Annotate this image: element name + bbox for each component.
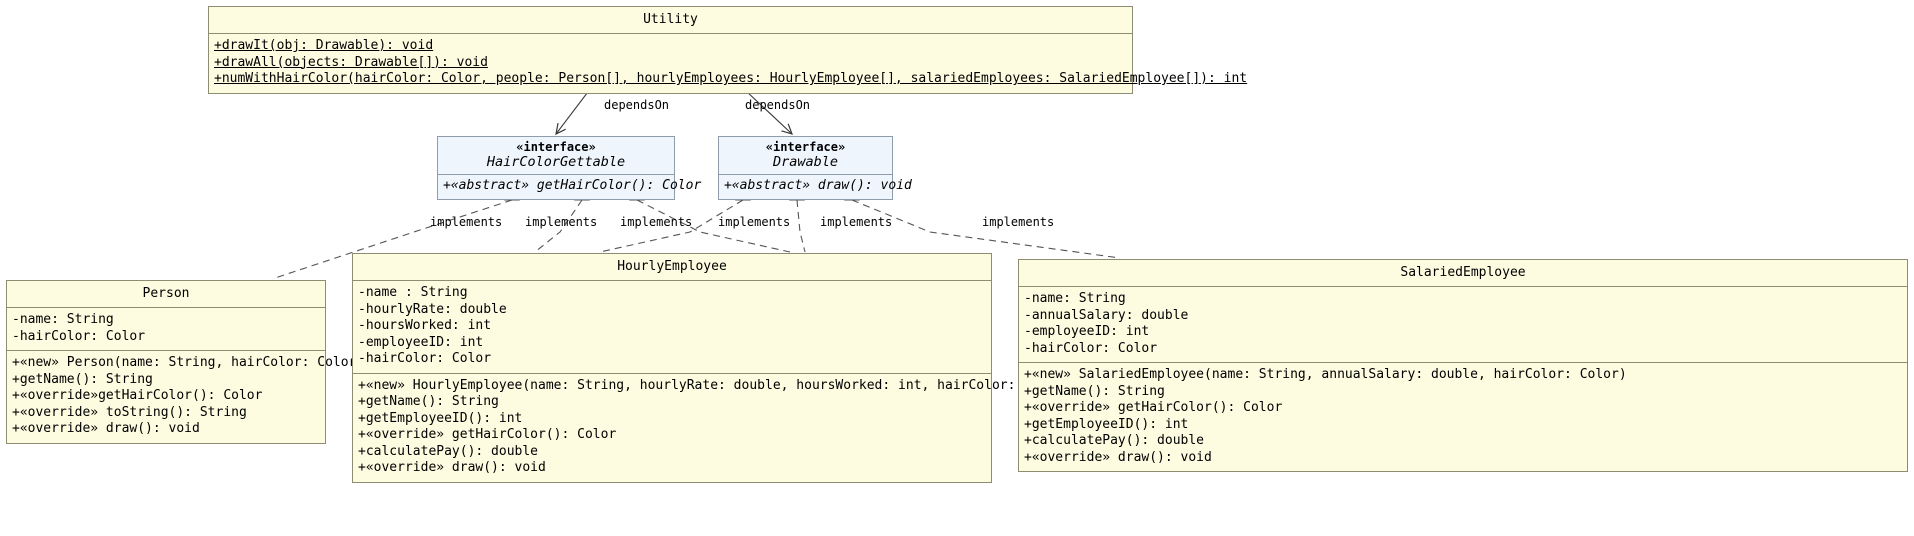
class-methods-person: +«new» Person(name: String, hairColor: C…	[7, 351, 365, 443]
class-box-salariedemployee[interactable]: SalariedEmployee -name: String -annualSa…	[1018, 259, 1908, 472]
member-person-attr-0: -name: String	[12, 312, 114, 327]
member-salariedemployee-method-5: +«override» draw(): void	[1024, 449, 1212, 465]
member-person-method-3: +«override» toString(): String	[12, 404, 247, 420]
class-attributes-hourlyemployee: -name : String -hourlyRate: double -hour…	[353, 281, 991, 374]
member-salariedemployee-method-0: +«new» SalariedEmployee(name: String, an…	[1024, 367, 1627, 382]
stereotype-interface-drawable: «interface»	[765, 140, 846, 154]
class-title-utility: Utility	[209, 7, 1132, 34]
member-person-method-0: +«new» Person(name: String, hairColor: C…	[12, 355, 365, 370]
member-hourlyemployee-attr-1: -hourlyRate: double	[358, 301, 507, 317]
member-salariedemployee-attr-1: -annualSalary: double	[1024, 307, 1189, 323]
member-person-method-1: +getName(): String	[12, 371, 153, 387]
edge-label-implements-1: implements	[430, 215, 503, 229]
member-salariedemployee-method-2: +«override» getHairColor(): Color	[1024, 400, 1283, 415]
realization-salaried-drawable	[851, 199, 1121, 259]
member-person-method-2: +«override»getHairColor(): Color	[12, 388, 263, 403]
edge-label-implements-2: implements	[525, 215, 598, 229]
interface-name-haircolorgettable: HairColorGettable	[486, 154, 626, 170]
member-drawable-method-0: +«abstract» draw(): void	[724, 178, 912, 193]
interface-methods-drawable: +«abstract» draw(): void	[719, 175, 912, 199]
class-methods-utility: +drawIt(obj: Drawable): void +drawAll(ob…	[209, 34, 1248, 93]
class-attributes-person: -name: String -hairColor: Color	[7, 308, 325, 351]
member-hourlyemployee-attr-3: -employeeID: int	[358, 334, 484, 350]
member-salariedemployee-method-3: +getEmployeeID(): int	[1024, 416, 1189, 432]
edge-label-implements-6: implements	[982, 215, 1055, 229]
interface-box-drawable[interactable]: «interface» Drawable +«abstract» draw():…	[718, 136, 912, 200]
member-utility-method-2: +numWithHairColor(hairColor: Color, peop…	[214, 71, 1248, 86]
member-hourlyemployee-method-1: +getName(): String	[358, 394, 499, 409]
class-title-hourlyemployee: HourlyEmployee	[353, 254, 991, 281]
interface-box-haircolorgettable[interactable]: «interface» HairColorGettable +«abstract…	[437, 136, 702, 200]
member-hourlyemployee-method-5: +«override» draw(): void	[358, 460, 546, 475]
class-methods-salariedemployee: +«new» SalariedEmployee(name: String, an…	[1019, 363, 1907, 471]
member-salariedemployee-attr-0: -name: String	[1024, 291, 1126, 306]
realization-drawable-mid	[796, 199, 806, 253]
edge-label-dependson-2: dependsOn	[745, 98, 811, 112]
member-hourlyemployee-method-0: +«new» HourlyEmployee(name: String, hour…	[358, 377, 1071, 393]
member-utility-method-0: +drawIt(obj: Drawable): void	[214, 38, 434, 53]
edge-label-implements-3: implements	[620, 215, 693, 229]
edge-label-implements-4: implements	[718, 215, 791, 229]
member-salariedemployee-attr-2: -employeeID: int	[1024, 324, 1150, 339]
member-hourlyemployee-method-4: +calculatePay(): double	[358, 443, 539, 459]
member-hourlyemployee-attr-4: -hairColor: Color	[358, 351, 492, 366]
member-salariedemployee-method-1: +getName(): String	[1024, 383, 1165, 399]
class-box-person[interactable]: Person -name: String -hairColor: Color +…	[6, 280, 365, 444]
class-attributes-salariedemployee: -name: String -annualSalary: double -emp…	[1019, 287, 1907, 363]
class-title-person: Person	[7, 281, 325, 308]
member-hourlyemployee-method-2: +getEmployeeID(): int	[358, 410, 523, 426]
class-box-hourlyemployee[interactable]: HourlyEmployee -name : String -hourlyRat…	[352, 253, 1071, 483]
interface-methods-haircolorgettable: +«abstract» getHairColor(): Color	[438, 175, 702, 199]
interface-title-drawable: «interface» Drawable	[719, 137, 892, 175]
class-box-utility[interactable]: Utility +drawIt(obj: Drawable): void +dr…	[208, 6, 1248, 94]
member-hourlyemployee-attr-2: -hoursWorked: int	[358, 318, 492, 333]
interface-name-drawable: Drawable	[772, 154, 839, 170]
member-salariedemployee-method-4: +calculatePay(): double	[1024, 433, 1205, 448]
edge-label-implements-5: implements	[820, 215, 893, 229]
member-utility-method-1: +drawAll(objects: Drawable[]): void	[214, 54, 488, 70]
member-salariedemployee-attr-3: -hairColor: Color	[1024, 340, 1158, 356]
class-methods-hourlyemployee: +«new» HourlyEmployee(name: String, hour…	[353, 374, 1071, 482]
member-person-method-4: +«override» draw(): void	[12, 421, 200, 436]
member-hourlyemployee-attr-0: -name : String	[358, 285, 468, 300]
stereotype-interface-haircolorgettable: «interface»	[516, 140, 596, 154]
edge-label-dependson-1: dependsOn	[604, 98, 670, 112]
member-hourlyemployee-method-3: +«override» getHairColor(): Color	[358, 427, 617, 442]
member-person-attr-1: -hairColor: Color	[12, 328, 146, 344]
interface-title-haircolorgettable: «interface» HairColorGettable	[438, 137, 674, 175]
class-title-salariedemployee: SalariedEmployee	[1019, 260, 1907, 287]
member-haircolorgettable-method-0: +«abstract» getHairColor(): Color	[443, 178, 702, 193]
